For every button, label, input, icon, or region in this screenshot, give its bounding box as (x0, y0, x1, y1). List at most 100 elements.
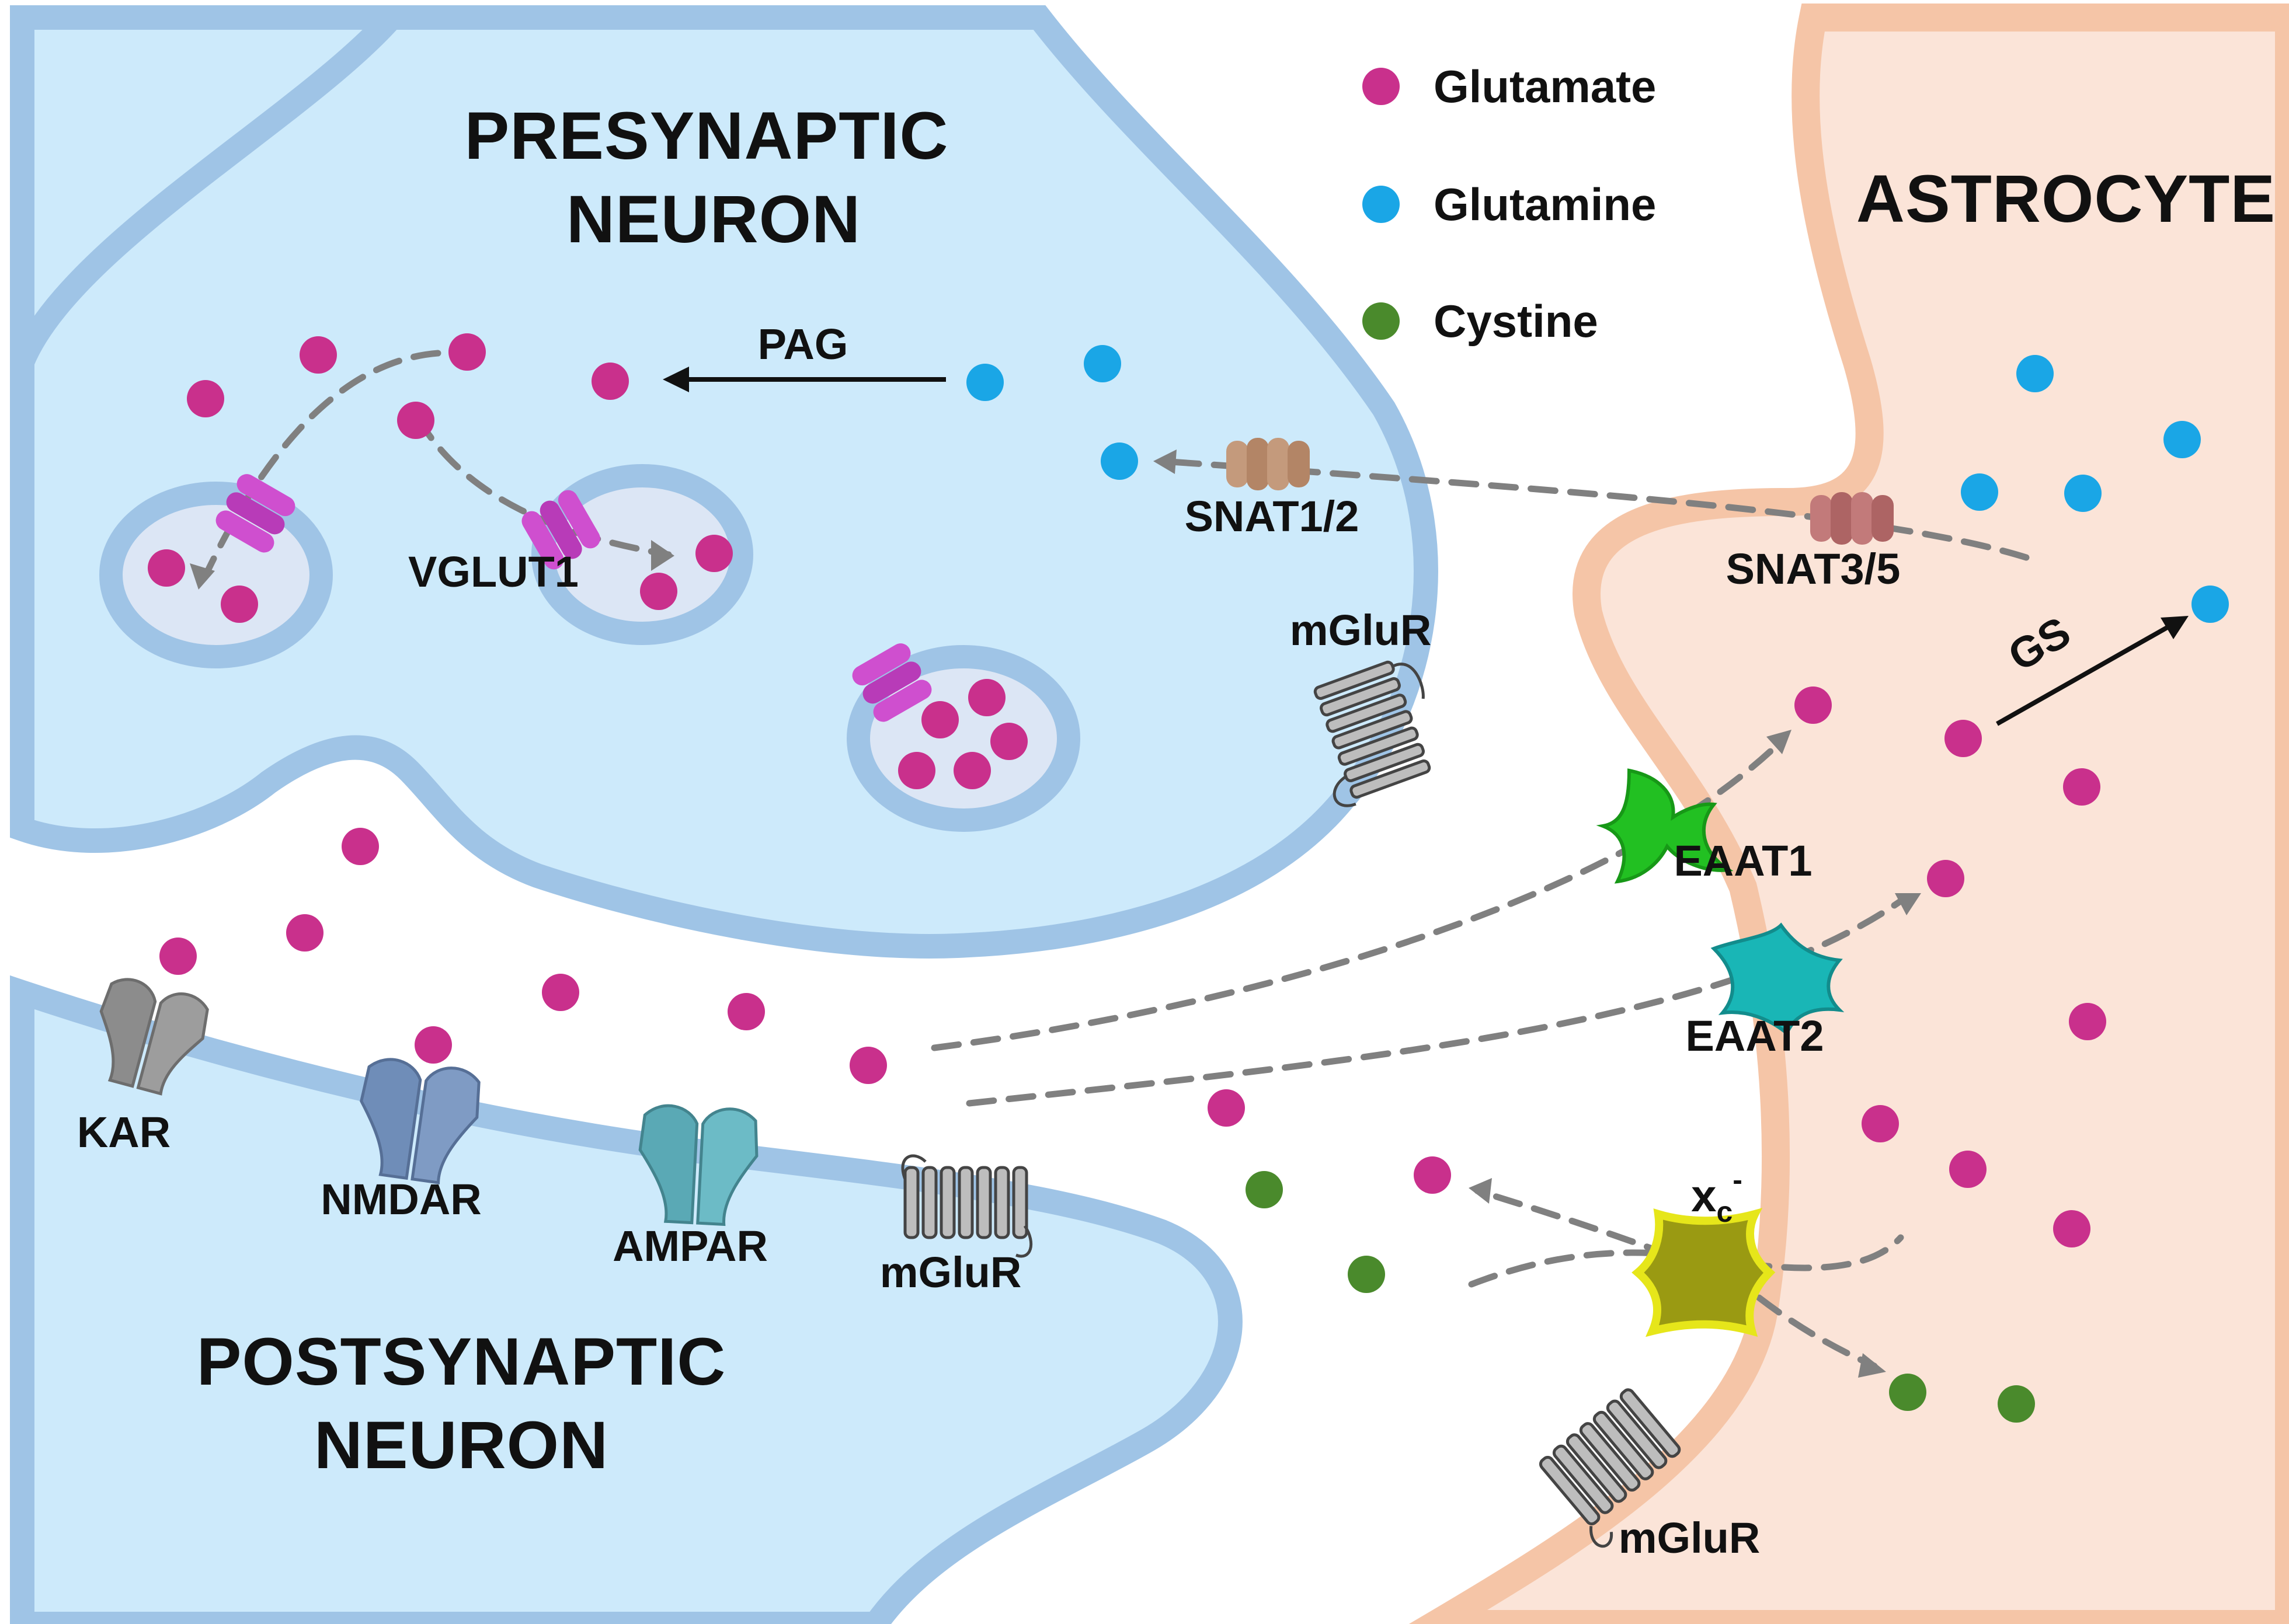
glutamate-dot (300, 336, 337, 374)
nmdar-label: NMDAR (321, 1175, 481, 1224)
glutamine-molecules (966, 345, 2229, 623)
snat-path (1159, 458, 2030, 561)
glutamate-dot (990, 723, 1028, 760)
snat35-label: SNAT3/5 (1726, 545, 1901, 593)
glutamate-dot (187, 380, 224, 417)
cystine-dot (1889, 1374, 1926, 1411)
glutamate-dot (397, 402, 434, 439)
kar-label: KAR (77, 1108, 171, 1156)
nmdar-receptor (360, 1058, 481, 1184)
glutamine-dot (1084, 345, 1121, 382)
mglur-receptor-astro (1539, 1388, 1681, 1548)
mglur-astro-label: mGluR (1619, 1514, 1761, 1562)
glutamate-dot (448, 333, 486, 371)
glutamate-dot (954, 752, 991, 789)
glutamate-dot (221, 586, 258, 623)
postsynaptic-neuron (10, 975, 1243, 1624)
presynaptic-label-line2: NEURON (566, 182, 861, 257)
arrowhead-vglut1-left (190, 563, 215, 590)
glutamate-dot (1949, 1151, 1987, 1188)
arrowhead-eaat2 (1895, 893, 1921, 915)
arrowhead-eaat1 (1766, 730, 1791, 754)
eaat2-transporter (1710, 922, 1845, 1036)
xc-label-sup: - (1733, 1163, 1742, 1196)
xc-transporter (1631, 1208, 1776, 1337)
postsynaptic-label-line1: POSTSYNAPTIC (197, 1325, 726, 1399)
arrowhead-xc-glu (1469, 1178, 1492, 1204)
astrocyte-label: ASTROCYTE (1856, 162, 2276, 236)
arrowhead-xc-cys (1858, 1353, 1886, 1378)
vglut1-transporter-lower (852, 643, 932, 722)
glutamate-dot (1794, 686, 1832, 724)
glutamate-dot (1862, 1105, 1899, 1142)
vglut1-path-left (201, 350, 441, 581)
mglur-receptor-post (901, 1154, 1033, 1258)
vglut1-transporter-left (215, 474, 295, 553)
legend-glutamate-label: Glutamate (1434, 61, 1656, 112)
vglut1-label: VGLUT1 (408, 548, 579, 596)
vesicle-left (99, 482, 333, 668)
legend-glutamine-label: Glutamine (1434, 179, 1656, 230)
glutamate-dot (159, 938, 197, 975)
legend-cystine-label: Cystine (1434, 295, 1598, 347)
presynaptic-label-line1: PRESYNAPTIC (465, 99, 949, 173)
glutamate-dot (1944, 720, 1982, 757)
glutamine-dot (2163, 421, 2201, 458)
vglut1-transporter-middle (521, 490, 600, 570)
legend: Glutamate Glutamine Cystine (1362, 61, 1656, 347)
glutamate-dot (2069, 1003, 2106, 1040)
gs-arrowhead (2161, 616, 2189, 639)
ampar-label: AMPAR (613, 1222, 768, 1270)
glutamate-dot (728, 993, 765, 1030)
astrocyte-body (1408, 4, 2289, 1624)
glutamate-dot (2063, 768, 2100, 806)
legend-glutamate-swatch (1362, 68, 1400, 105)
glutamate-dot (286, 914, 323, 952)
snat12-transporter (1226, 438, 1310, 490)
xc-path-glu (1474, 1187, 1674, 1259)
pag-arrowhead (663, 367, 689, 392)
dash-arrowheads (190, 449, 1921, 1378)
vglut1-path-right (414, 414, 672, 558)
solid-arrows (663, 367, 2189, 726)
glutamate-dot (1208, 1089, 1245, 1127)
xc-label: xc- (1691, 1163, 1742, 1228)
glutamate-dot (592, 363, 629, 400)
glutamine-dot (2016, 355, 2054, 392)
eaat2-label: EAAT2 (1685, 1012, 1824, 1060)
mglur-receptor-pre (1313, 660, 1431, 807)
glutamate-dot (2053, 1210, 2090, 1247)
pag-label: PAG (758, 320, 848, 368)
glutamate-molecules (148, 333, 2106, 1247)
arrowhead-vglut1-right (651, 540, 674, 571)
eaat1-transporter (1596, 768, 1734, 884)
gs-arrow (1996, 622, 2173, 726)
glutamine-dot (966, 364, 1004, 401)
glutamate-dot (415, 1026, 452, 1064)
region-labels: PRESYNAPTIC NEURON POSTSYNAPTIC NEURON A… (197, 99, 2276, 1483)
snat12-label: SNAT1/2 (1185, 492, 1359, 541)
glutamine-dot (1101, 442, 1138, 480)
glutamate-dot (695, 535, 733, 572)
glutamate-dot (850, 1047, 887, 1084)
glutamine-dot (2191, 586, 2229, 623)
eaat1-label: EAAT1 (1674, 837, 1812, 885)
glutamine-dot (1961, 473, 1998, 511)
snat35-transporter (1810, 492, 1894, 545)
glutamate-dot (1927, 860, 1964, 897)
glutamate-dot (148, 549, 185, 587)
mglur-pre-label: mGluR (1290, 606, 1432, 654)
legend-glutamine-swatch (1362, 186, 1400, 223)
xc-label-sub: c (1716, 1196, 1733, 1228)
glutamate-dot (342, 828, 379, 865)
postsynaptic-label-line2: NEURON (314, 1408, 608, 1483)
glutamine-dot (2064, 475, 2102, 512)
kar-receptor (99, 978, 209, 1096)
component-labels: PAG VGLUT1 SNAT1/2 SNAT3/5 mGluR EAAT1 E… (77, 320, 2078, 1562)
mglur-post-label: mGluR (880, 1248, 1022, 1297)
glutamate-dot (921, 701, 959, 738)
xc-label-main: x (1691, 1170, 1716, 1221)
glutamate-dot (640, 573, 677, 610)
